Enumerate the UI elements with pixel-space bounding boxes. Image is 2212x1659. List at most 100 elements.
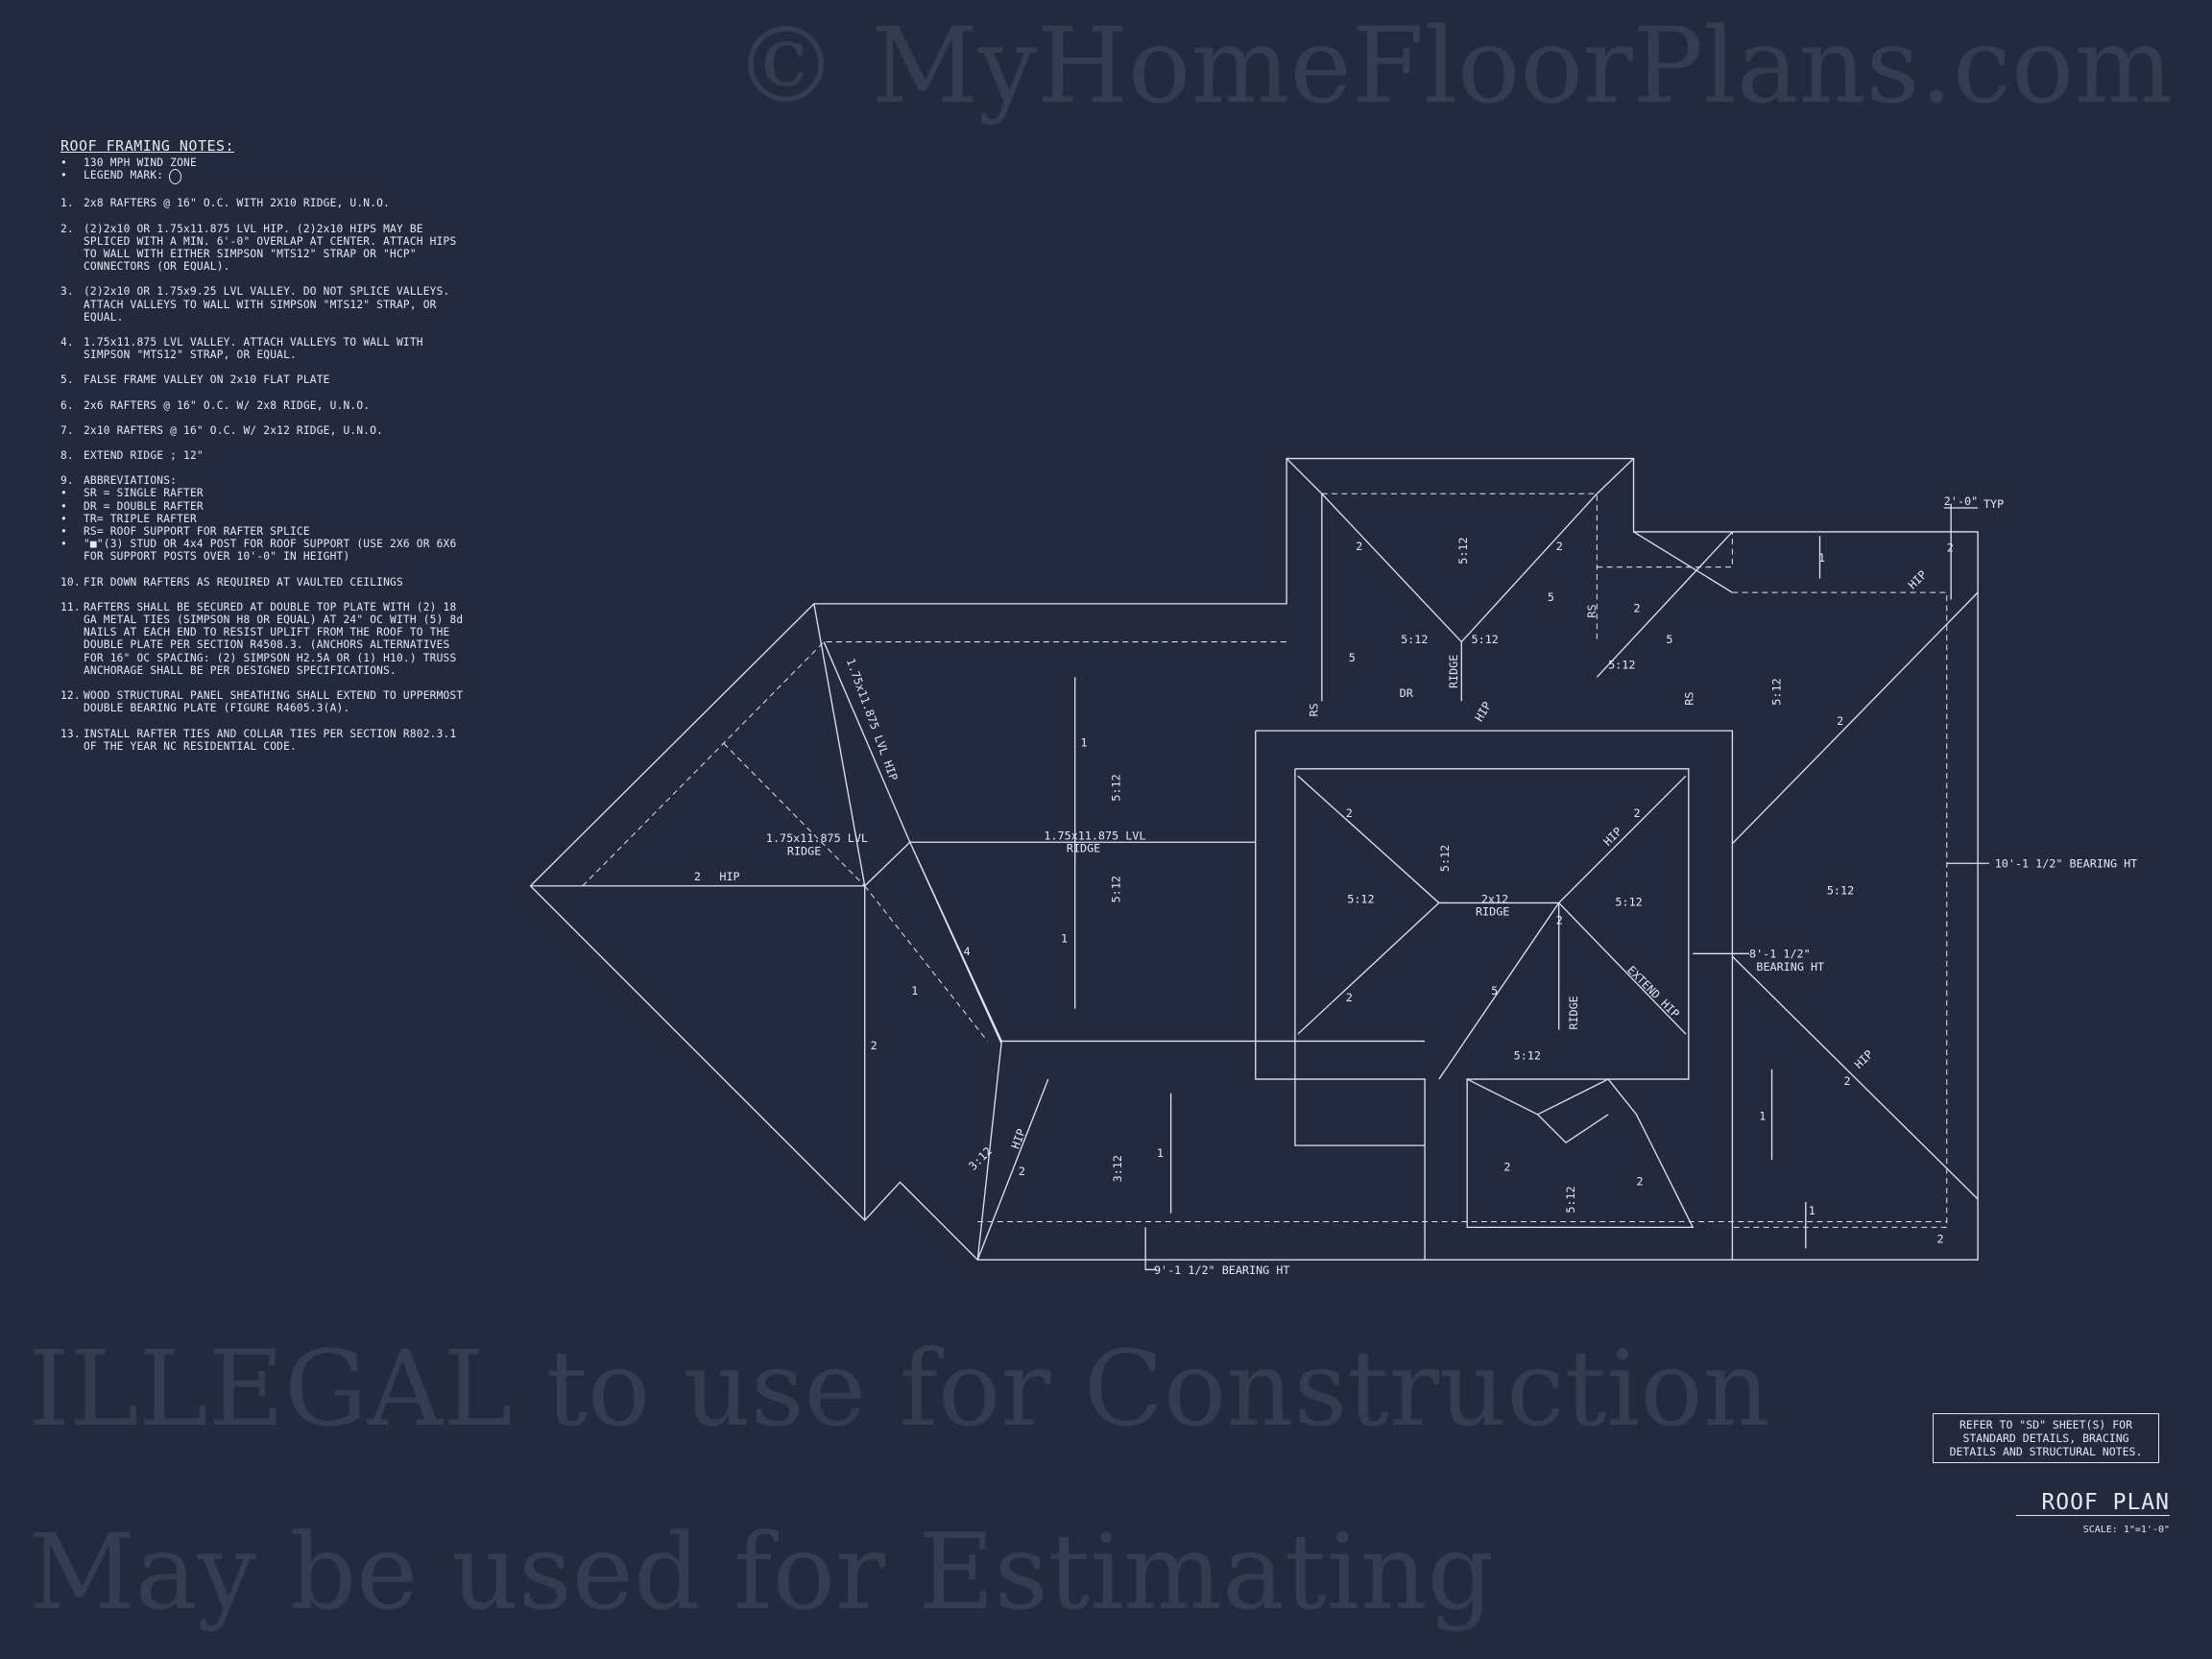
note-item: 8.EXTEND RIDGE ; 12": [60, 449, 204, 463]
svg-text:2: 2: [1346, 991, 1353, 1004]
note-item: 2.(2)2x10 OR 1.75x11.875 LVL HIP. (2)2x1…: [60, 222, 457, 274]
svg-text:EXTEND HIP: EXTEND HIP: [1624, 963, 1682, 1021]
svg-text:5:12: 5:12: [1110, 876, 1123, 902]
svg-text:1: 1: [1157, 1146, 1164, 1160]
svg-text:HIP: HIP: [1472, 699, 1494, 723]
svg-text:5:12: 5:12: [1615, 895, 1642, 908]
roof-framing-notes: ROOF FRAMING NOTES: •130 MPH WIND ZONE •…: [60, 137, 464, 753]
roof-outline: [529, 457, 1989, 1271]
svg-text:5: 5: [1491, 984, 1498, 998]
svg-text:DR: DR: [1400, 686, 1414, 700]
svg-text:1.75x11.875 LVL HIP: 1.75x11.875 LVL HIP: [844, 657, 901, 782]
svg-text:5:12: 5:12: [1438, 845, 1452, 872]
svg-text:2: 2: [1346, 806, 1353, 820]
abbreviation: •DR = DOUBLE RAFTER: [60, 499, 204, 513]
note-item: 13.INSTALL RAFTER TIES AND COLLAR TIES P…: [60, 727, 457, 753]
svg-text:1: 1: [1759, 1110, 1766, 1123]
svg-text:RIDGE: RIDGE: [1567, 996, 1580, 1029]
svg-text:10'-1 1/2" BEARING HT: 10'-1 1/2" BEARING HT: [1995, 857, 2138, 871]
svg-text:BEARING HT: BEARING HT: [1756, 960, 1824, 974]
svg-text:5:12: 5:12: [1456, 537, 1470, 564]
note-item: 3.(2)2x10 OR 1.75x9.25 LVL VALLEY. DO NO…: [60, 285, 450, 324]
svg-text:2: 2: [1634, 602, 1641, 615]
svg-text:5:12: 5:12: [1401, 633, 1428, 646]
svg-text:2: 2: [1837, 714, 1843, 728]
svg-text:RS: RS: [1585, 604, 1599, 617]
svg-text:1.75x11.875 LVL: 1.75x11.875 LVL: [766, 831, 868, 845]
svg-text:2: 2: [871, 1039, 878, 1052]
svg-text:1: 1: [1818, 551, 1825, 565]
svg-text:2: 2: [1936, 1233, 1943, 1246]
svg-text:5:12: 5:12: [1110, 774, 1123, 801]
note-item: 6.2x6 RAFTERS @ 16" O.C. W/ 2x8 RIDGE, U…: [60, 398, 371, 412]
svg-text:HIP: HIP: [1600, 825, 1624, 849]
svg-text:2: 2: [1556, 913, 1563, 926]
watermark-line: © MyHomeFloorPlans.com: [733, 5, 2173, 127]
svg-text:1: 1: [1809, 1204, 1815, 1217]
svg-text:TYP: TYP: [1984, 497, 2004, 511]
svg-text:2: 2: [1019, 1165, 1025, 1178]
plan-labels: 1.75x11.875 LVL HIP 1.75x11.875 LVL RIDG…: [694, 494, 2137, 1277]
note-bullet: •130 MPH WIND ZONE: [60, 156, 197, 170]
svg-text:RIDGE: RIDGE: [1447, 655, 1460, 688]
svg-text:HIP: HIP: [1906, 567, 1930, 591]
svg-text:1: 1: [911, 984, 918, 998]
note-item: 9.ABBREVIATIONS:: [60, 474, 178, 488]
svg-text:2: 2: [1634, 806, 1641, 820]
watermark-line: May be used for Estimating: [28, 1511, 1494, 1633]
svg-text:2: 2: [1636, 1174, 1643, 1188]
svg-text:RS: RS: [1307, 703, 1320, 716]
watermark: © MyHomeFloorPlans.com ILLEGAL to use fo…: [28, 5, 2173, 1633]
svg-text:HIP: HIP: [1009, 1127, 1028, 1151]
svg-text:2: 2: [1843, 1074, 1850, 1088]
svg-text:5:12: 5:12: [1472, 633, 1499, 646]
abbreviation: •SR = SINGLE RAFTER: [60, 487, 204, 500]
svg-text:5: 5: [1666, 633, 1672, 646]
legend-mark-icon: [169, 169, 182, 185]
svg-text:2: 2: [1356, 540, 1362, 553]
svg-text:5:12: 5:12: [1514, 1049, 1541, 1063]
svg-text:2: 2: [1556, 540, 1563, 553]
svg-text:5:12: 5:12: [1608, 658, 1635, 671]
abbreviation: •"■"(3) STUD OR 4x4 POST FOR ROOF SUPPOR…: [60, 538, 457, 564]
svg-text:5: 5: [1548, 590, 1554, 604]
note-bullet: •LEGEND MARK:: [60, 169, 464, 185]
svg-text:5:12: 5:12: [1827, 884, 1854, 898]
note-item: 1.2x8 RAFTERS @ 16" O.C. WITH 2X10 RIDGE…: [60, 197, 391, 210]
svg-text:2: 2: [1947, 541, 1954, 555]
note-item: 4.1.75x11.875 LVL VALLEY. ATTACH VALLEYS…: [60, 336, 423, 362]
svg-text:1: 1: [1061, 932, 1068, 946]
reference-note-box: REFER TO "SD" SHEET(S) FOR STANDARD DETA…: [1933, 1413, 2159, 1463]
svg-text:RIDGE: RIDGE: [787, 844, 821, 857]
svg-text:9'-1 1/2" BEARING HT: 9'-1 1/2" BEARING HT: [1154, 1263, 1289, 1277]
svg-text:HIP: HIP: [1852, 1047, 1876, 1071]
svg-text:2: 2: [694, 870, 701, 883]
svg-text:5:12: 5:12: [1347, 892, 1374, 905]
svg-text:5:12: 5:12: [1564, 1186, 1577, 1213]
note-item: 12.WOOD STRUCTURAL PANEL SHEATHING SHALL…: [60, 689, 464, 715]
svg-text:HIP: HIP: [719, 870, 739, 883]
note-item: 7.2x10 RAFTERS @ 16" O.C. W/ 2x12 RIDGE,…: [60, 423, 384, 437]
svg-text:3:12: 3:12: [1111, 1155, 1124, 1182]
svg-text:2'-0": 2'-0": [1944, 494, 1978, 508]
svg-text:RIDGE: RIDGE: [1067, 842, 1100, 855]
svg-text:5: 5: [1349, 651, 1356, 664]
watermark-line: ILLEGAL to use for Construction: [28, 1328, 1769, 1450]
abbreviation: •RS= ROOF SUPPORT FOR RAFTER SPLICE: [60, 525, 310, 539]
svg-text:5:12: 5:12: [1769, 678, 1783, 705]
sheet-title: ROOF PLAN: [2016, 1490, 2170, 1516]
abbreviation: •TR= TRIPLE RAFTER: [60, 512, 197, 525]
svg-text:4: 4: [964, 945, 971, 958]
svg-text:RS: RS: [1682, 692, 1695, 706]
notes-title: ROOF FRAMING NOTES:: [60, 137, 235, 155]
svg-text:1.75x11.875 LVL: 1.75x11.875 LVL: [1044, 829, 1145, 842]
svg-text:RIDGE: RIDGE: [1476, 905, 1509, 919]
svg-text:8'-1 1/2": 8'-1 1/2": [1749, 948, 1811, 961]
svg-text:2x12: 2x12: [1481, 892, 1508, 905]
note-item: 11.RAFTERS SHALL BE SECURED AT DOUBLE TO…: [60, 600, 464, 677]
svg-text:2: 2: [1503, 1161, 1510, 1174]
svg-text:1: 1: [1081, 735, 1088, 749]
svg-text:3:12: 3:12: [966, 1144, 995, 1173]
note-item: 10.FIR DOWN RAFTERS AS REQUIRED AT VAULT…: [60, 575, 403, 589]
